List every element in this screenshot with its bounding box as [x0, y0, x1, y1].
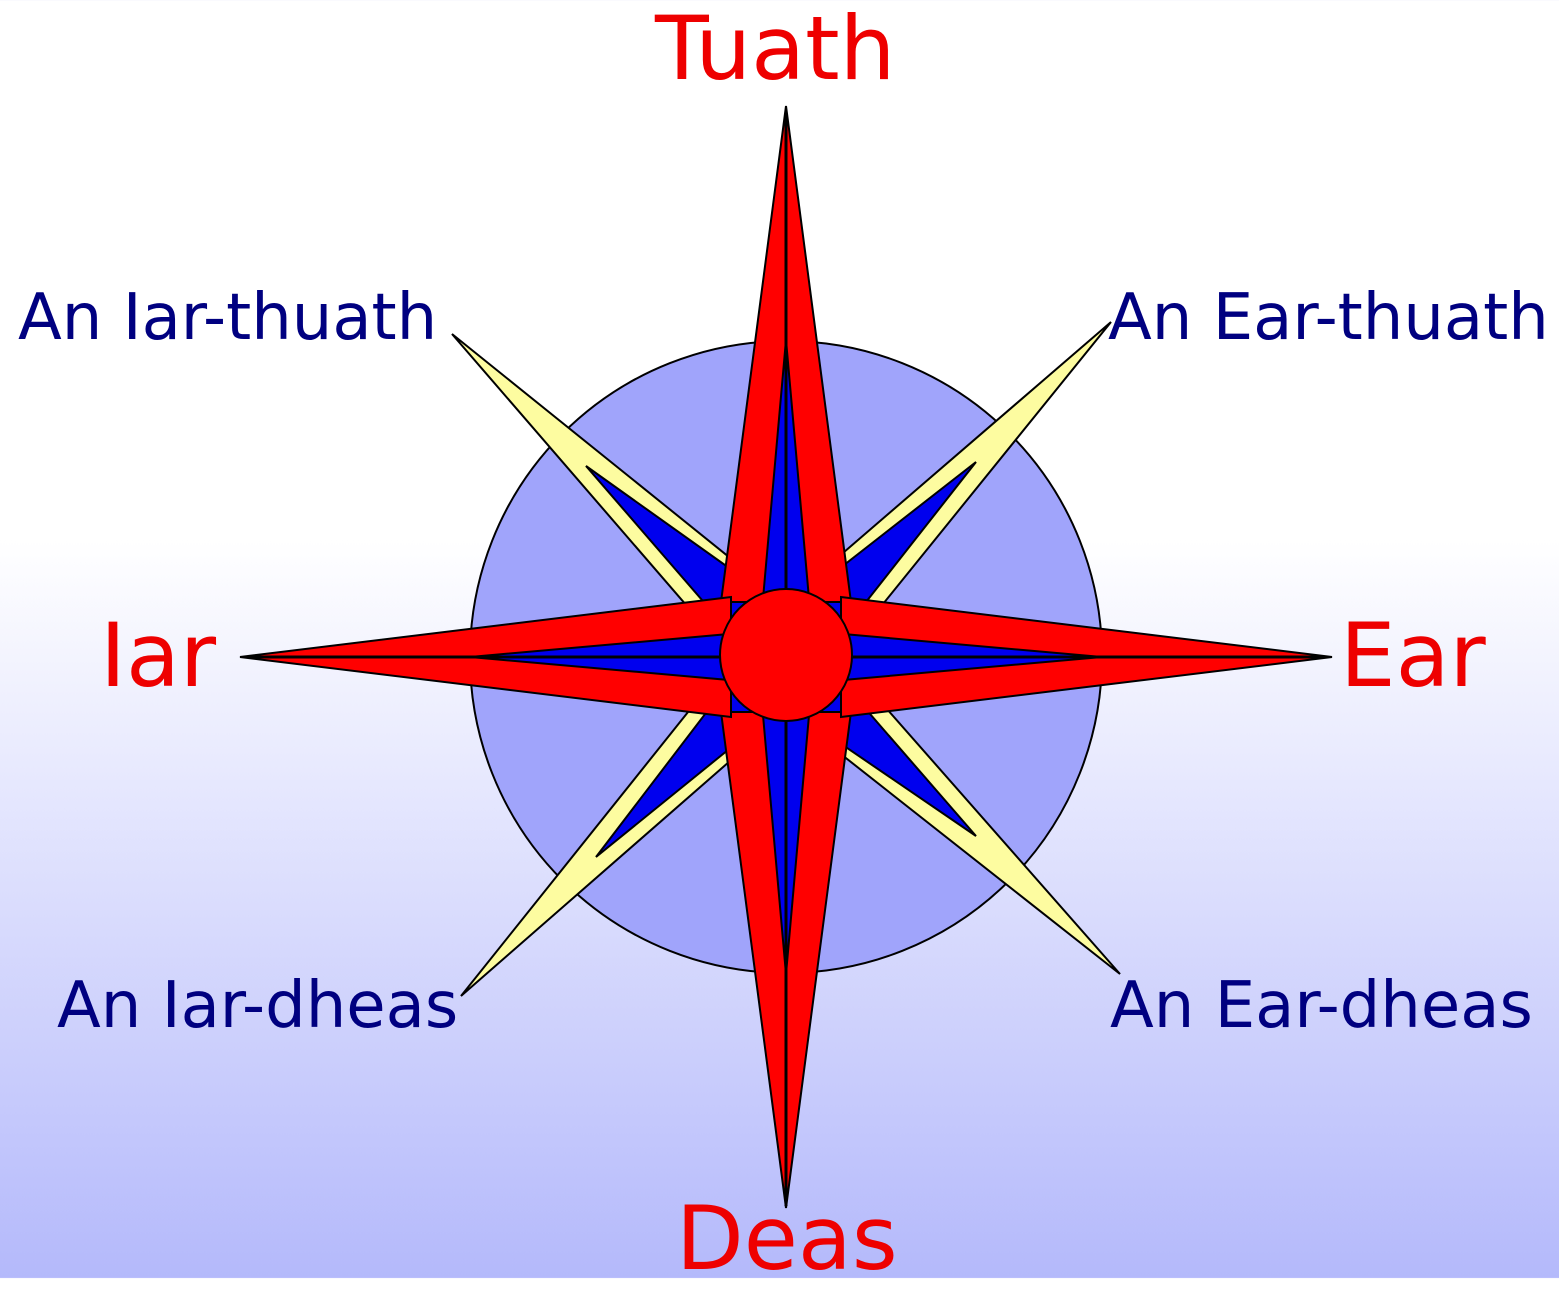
north-label: Tuath	[655, 5, 895, 93]
east-label: Ear	[1340, 612, 1486, 700]
west-label: Iar	[100, 612, 216, 700]
southwest-label: An Iar-dheas	[57, 974, 458, 1038]
northwest-label: An Iar-thuath	[18, 286, 437, 350]
northeast-label: An Ear-thuath	[1108, 286, 1549, 350]
south-label: Deas	[676, 1195, 898, 1283]
compass-hub	[720, 589, 852, 721]
southeast-label: An Ear-dheas	[1110, 974, 1533, 1038]
